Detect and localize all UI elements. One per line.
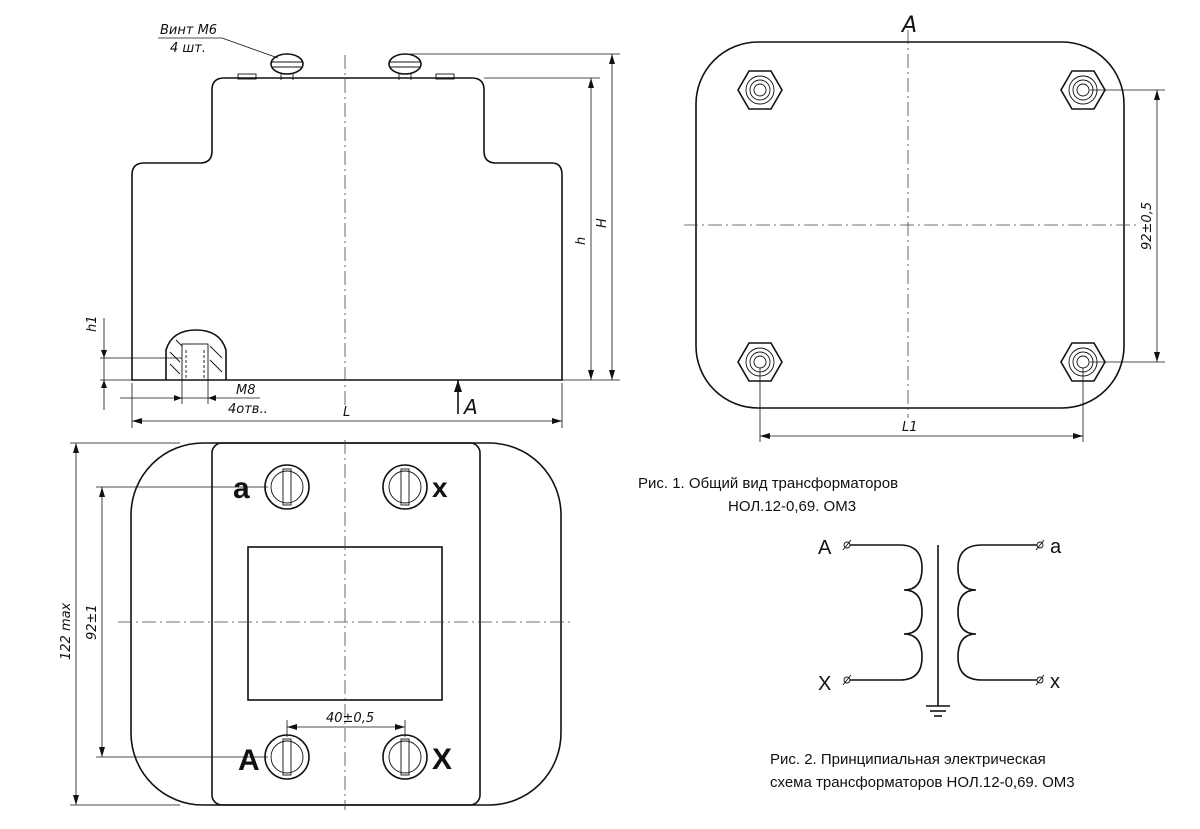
- terminal-screw-A: [264, 734, 310, 780]
- terminal-label-A: A: [238, 744, 260, 777]
- screw-callout-line1: Винт М6: [160, 23, 217, 38]
- view-label-A: A: [900, 13, 917, 38]
- fig1-caption-line2: НОЛ.12-0,69. ОМ3: [728, 498, 856, 515]
- dim-bottom-max: 122 max: [59, 602, 74, 660]
- view-arrow-A: A: [462, 395, 478, 419]
- thread-callout-line2: 4отв..: [228, 402, 268, 417]
- schematic-label-a: a: [1050, 536, 1062, 558]
- front-view: Винт М6 4 шт. h1 М8 4отв..: [85, 23, 620, 428]
- dim-H: H: [595, 218, 610, 228]
- terminal-screw-a: [264, 464, 310, 510]
- schematic-label-x: x: [1050, 671, 1060, 693]
- front-body-outline: [131, 77, 563, 381]
- washer-left: [237, 73, 257, 80]
- screw-left: [270, 53, 304, 80]
- bottom-body-outline: [130, 442, 562, 806]
- dim-bottom-height: 92±1: [85, 604, 100, 640]
- bottom-view: a x A X 122 max 92±1 40±0,5: [59, 440, 572, 810]
- nut-top-left: [737, 70, 783, 110]
- screw-right: [388, 53, 422, 80]
- fig1-caption-line1: Рис. 1. Общий вид трансформаторов: [638, 475, 898, 492]
- dim-h: h: [574, 237, 589, 245]
- fig2-caption-line1: Рис. 2. Принципиальная электрическая: [770, 751, 1046, 768]
- dim-L1: L1: [902, 420, 918, 435]
- thread-callout-line1: М8: [236, 383, 256, 398]
- terminal-label-x: x: [432, 472, 448, 503]
- dim-top-height: 92±0,5: [1140, 202, 1155, 250]
- terminal-plate: [211, 442, 481, 806]
- terminal-label-a: a: [233, 472, 250, 505]
- top-view: A 92±0,5 L1: [684, 13, 1165, 442]
- terminal-screw-X: [382, 734, 428, 780]
- secondary-winding: [957, 544, 1037, 681]
- primary-winding: [850, 544, 923, 681]
- terminal-screw-x: [382, 464, 428, 510]
- dim-h1: h1: [85, 315, 100, 332]
- schematic-label-A: A: [818, 537, 832, 559]
- fig2-caption-line2: схема трансформаторов НОЛ.12-0,69. ОМ3: [770, 774, 1075, 791]
- dim-spacing: 40±0,5: [326, 711, 374, 726]
- schematic-diagram: A X a x: [818, 536, 1062, 717]
- washer-right: [435, 73, 455, 80]
- schematic-label-X: X: [818, 673, 831, 695]
- threaded-insert-section: [165, 329, 227, 381]
- dim-L: L: [343, 405, 350, 420]
- screw-callout-line2: 4 шт.: [170, 41, 206, 56]
- terminal-label-X: X: [432, 743, 452, 776]
